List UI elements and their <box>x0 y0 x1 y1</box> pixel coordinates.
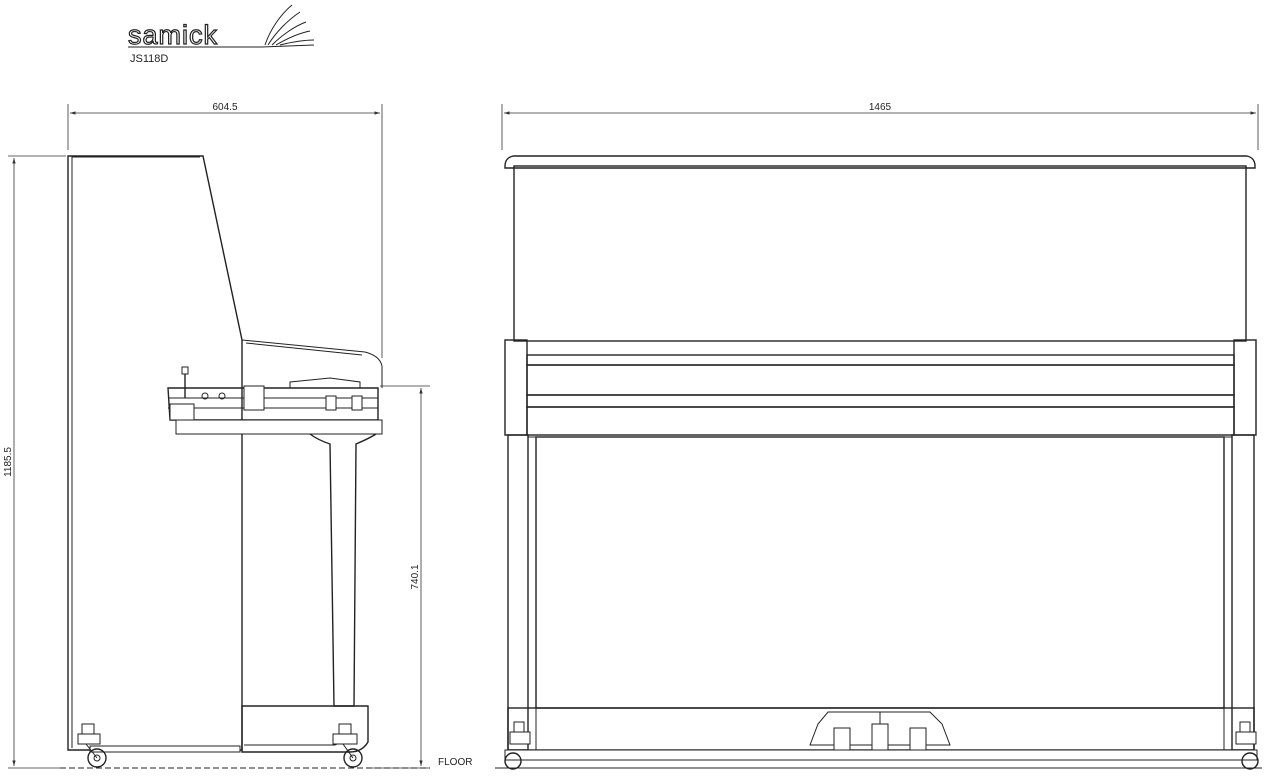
side-view <box>67 155 383 768</box>
depth-label: 604.5 <box>212 102 237 113</box>
height-label: 1185.5 <box>3 447 14 477</box>
width-label: 1465 <box>869 102 892 113</box>
brand-logo: samick JS118D <box>127 4 315 65</box>
caster-wheel-icon <box>1235 721 1259 770</box>
dimension-height: 1185.5 <box>3 155 66 769</box>
front-view <box>504 155 1259 770</box>
floor-line: FLOOR <box>60 757 1262 769</box>
keyboard-height-label: 740.1 <box>410 564 421 589</box>
model-number: JS118D <box>130 53 168 65</box>
caster-wheel-icon <box>332 723 363 768</box>
brand-name: samick <box>128 20 218 50</box>
fan-feather-icon <box>261 4 315 48</box>
dimension-depth: 604.5 <box>67 102 383 358</box>
caster-wheel-icon <box>77 723 107 768</box>
dimension-keyboard-height: 740.1 <box>370 385 430 769</box>
dimension-width: 1465 <box>501 102 1259 150</box>
caster-wheel-icon <box>504 721 531 770</box>
floor-label: FLOOR <box>438 757 472 768</box>
